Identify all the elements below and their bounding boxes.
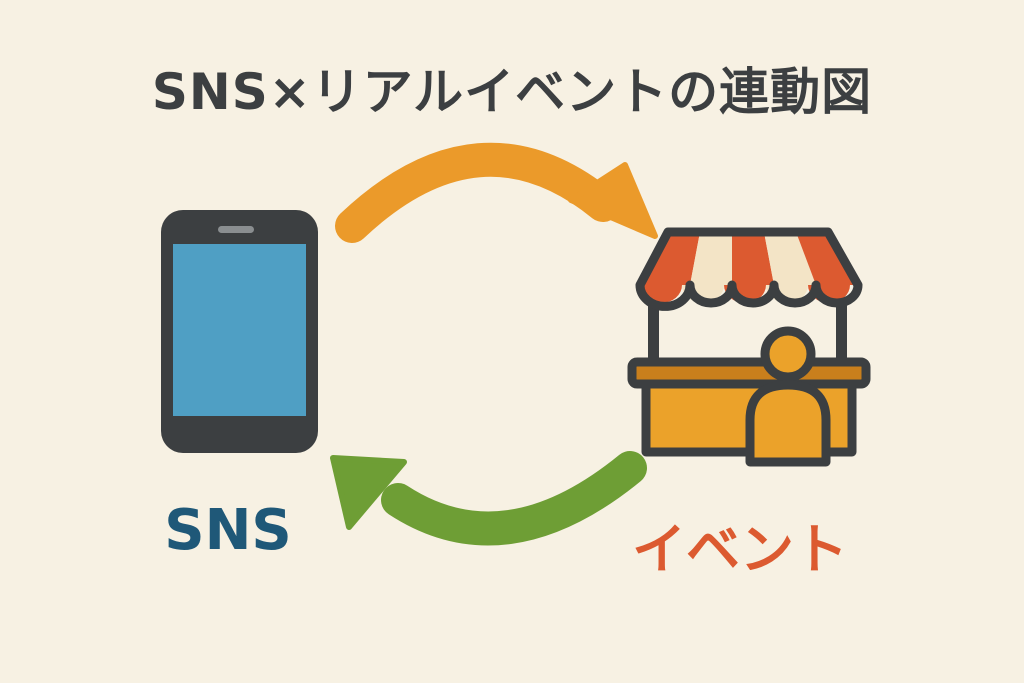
event-booth-icon — [627, 227, 871, 467]
event-label: イベント — [632, 518, 848, 581]
diagram-title: SNS×リアルイベントの連動図 — [151, 63, 873, 121]
arrow-sns-to-event — [335, 142, 658, 243]
arrow-event-to-sns — [330, 451, 647, 546]
sns-label: SNS — [164, 498, 292, 563]
smartphone-icon — [161, 210, 318, 453]
person-icon — [745, 326, 831, 467]
